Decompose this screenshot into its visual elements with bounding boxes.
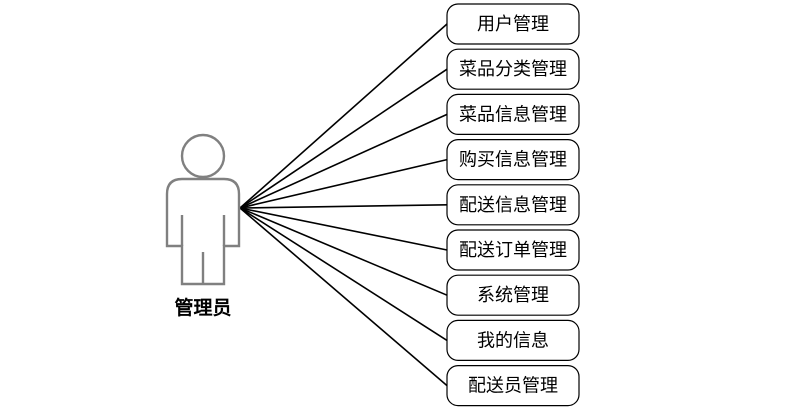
use-case-label: 我的信息: [477, 330, 549, 351]
use-case-box: 配送订单管理: [446, 229, 580, 271]
use-case-frame: [446, 365, 580, 407]
association-line: [239, 68, 448, 209]
use-case-label: 配送员管理: [468, 376, 558, 397]
use-case-frame: [446, 48, 580, 90]
use-case-frame: [446, 93, 580, 136]
association-line: [239, 113, 448, 209]
association-line: [239, 158, 448, 209]
use-case-box: 购买信息管理: [446, 139, 580, 181]
actor-label: 管理员: [174, 296, 231, 319]
use-case-frame: [446, 319, 580, 361]
use-case-list: 用户管理菜品分类管理菜品信息管理购买信息管理配送信息管理配送订单管理系统管理我的…: [446, 3, 580, 407]
use-case-box: 菜品信息管理: [446, 93, 580, 136]
association-line: [239, 204, 448, 209]
use-case-box: 菜品分类管理: [446, 48, 580, 90]
use-case-frame: [446, 139, 580, 181]
association-line: [239, 207, 448, 251]
use-case-box: 配送信息管理: [446, 184, 580, 226]
use-case-frame: [446, 3, 580, 45]
association-line: [239, 207, 448, 296]
use-case-frame: [446, 274, 580, 316]
use-case-box: 配送员管理: [446, 365, 580, 407]
association-line: [239, 23, 448, 209]
use-case-label: 购买信息管理: [459, 150, 567, 171]
association-lines: [239, 23, 448, 387]
use-case-label: 用户管理: [477, 14, 549, 35]
use-case-frame: [446, 184, 580, 226]
use-case-label: 配送信息管理: [459, 195, 567, 216]
use-case-frame: [446, 229, 580, 271]
use-case-label: 菜品信息管理: [459, 104, 567, 125]
use-case-box: 用户管理: [446, 3, 580, 45]
use-case-label: 系统管理: [477, 285, 549, 306]
use-case-label: 菜品分类管理: [459, 59, 567, 80]
use-case-box: 我的信息: [446, 319, 580, 361]
use-case-label: 配送订单管理: [459, 240, 567, 261]
use-case-box: 系统管理: [446, 274, 580, 316]
person-icon: [165, 133, 241, 286]
actor-admin: 管理员: [165, 133, 241, 319]
association-line: [239, 207, 448, 387]
association-line: [239, 207, 448, 342]
